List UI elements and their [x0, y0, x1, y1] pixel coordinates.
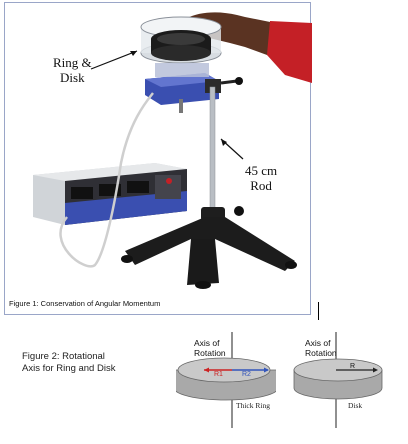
r2-label: R2 — [242, 371, 251, 378]
ring-axis-label-line2: Rotation — [194, 348, 226, 358]
ring-disk-label: Ring & Disk — [53, 55, 92, 85]
rod — [209, 86, 216, 218]
disk-axis-label: Axis of Rotation — [305, 338, 337, 358]
r1-label: R1 — [214, 371, 223, 378]
ring-axis-label: Axis of Rotation — [194, 338, 226, 358]
ring-disk-label-line2: Disk — [60, 70, 85, 85]
disk-axis-label-line2: Rotation — [305, 348, 337, 358]
text-cursor — [318, 302, 319, 320]
red-sleeve — [267, 21, 312, 83]
figure-2-caption-line2: Axis for Ring and Disk — [22, 363, 116, 374]
rod-label: 45 cm Rod — [245, 163, 277, 193]
figure-2-caption-line1: Figure 2: Rotational — [22, 351, 105, 362]
rod-label-line1: 45 cm — [245, 163, 278, 178]
figure-2-caption: Figure 2: Rotational Axis for Ring and D… — [22, 351, 115, 375]
apparatus-illustration — [33, 12, 312, 289]
ring-axis-label-line1: Axis of — [194, 338, 220, 348]
ring-disk-label-line1: Ring & — [53, 55, 92, 70]
disk-axis-label-line1: Axis of — [305, 338, 331, 348]
r-label: R — [350, 363, 355, 370]
disk-diagram: R — [293, 332, 383, 428]
tripod-base — [125, 217, 295, 271]
rod-label-line2: Rod — [250, 178, 272, 193]
figure-1-caption: Figure 1: Conservation of Angular Moment… — [9, 299, 161, 308]
thick-ring-diagram: R1 R2 — [176, 332, 276, 428]
disk-name-label: Disk — [348, 401, 363, 410]
thick-ring-label: Thick Ring — [236, 401, 270, 410]
figure-1-photo: Ring & Disk 45 cm Rod Figure 1: Conserva… — [4, 2, 312, 315]
